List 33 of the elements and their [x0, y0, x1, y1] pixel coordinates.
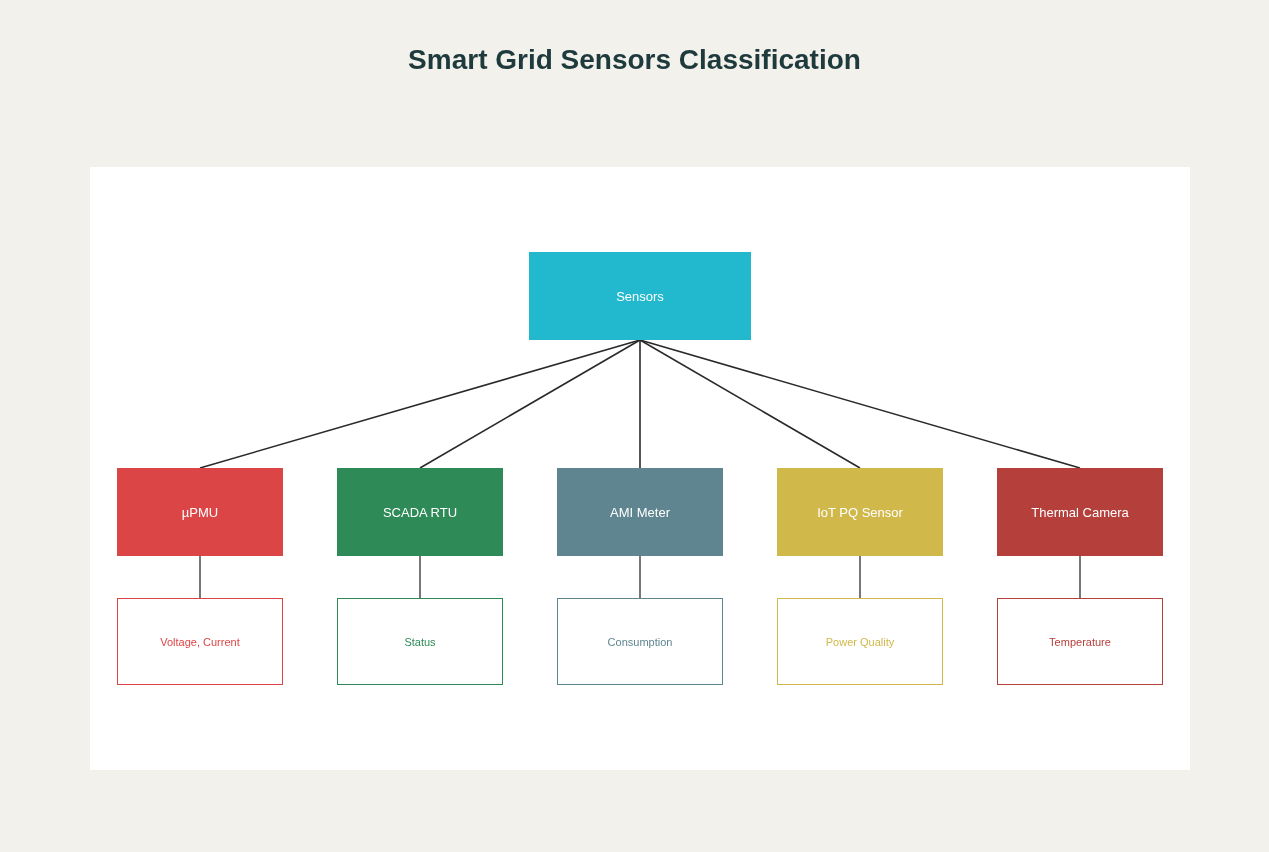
node-label: Sensors [616, 288, 664, 304]
measurement-box [557, 598, 723, 685]
diagram-title: Smart Grid Sensors Classification [407, 44, 862, 76]
connector-line [419, 555, 421, 599]
connector-line [639, 339, 861, 469]
measurement-label: Status [404, 635, 436, 648]
node-label: µPMU [181, 504, 219, 520]
sensor-type-box [557, 468, 723, 556]
node-label: AMI Meter [610, 504, 670, 520]
node-label: SCADA RTU [382, 504, 458, 520]
connector-line [199, 555, 201, 599]
measurement-box [997, 598, 1163, 685]
sensor-type-box [337, 468, 503, 556]
sensor-type-box [777, 468, 943, 556]
sensor-type-box [117, 468, 283, 556]
node-label: Thermal Camera [1031, 504, 1129, 520]
measurement-label: Voltage, Current [160, 635, 240, 648]
measurement-box [337, 598, 503, 685]
root-box [529, 252, 751, 340]
connector-line [859, 555, 861, 599]
measurement-label: Consumption [607, 635, 673, 648]
measurement-box [117, 598, 283, 685]
measurement-label: Temperature [1049, 635, 1111, 648]
connector-line [639, 555, 641, 599]
connector-line [419, 339, 641, 469]
connector-line [1079, 555, 1081, 599]
connector-line [199, 339, 641, 469]
measurement-label: Power Quality [825, 635, 895, 648]
node-label: IoT PQ Sensor [817, 504, 903, 520]
measurement-box [777, 598, 943, 685]
connector-line [639, 339, 1081, 469]
connector-line [639, 339, 641, 469]
sensor-type-box [997, 468, 1163, 556]
